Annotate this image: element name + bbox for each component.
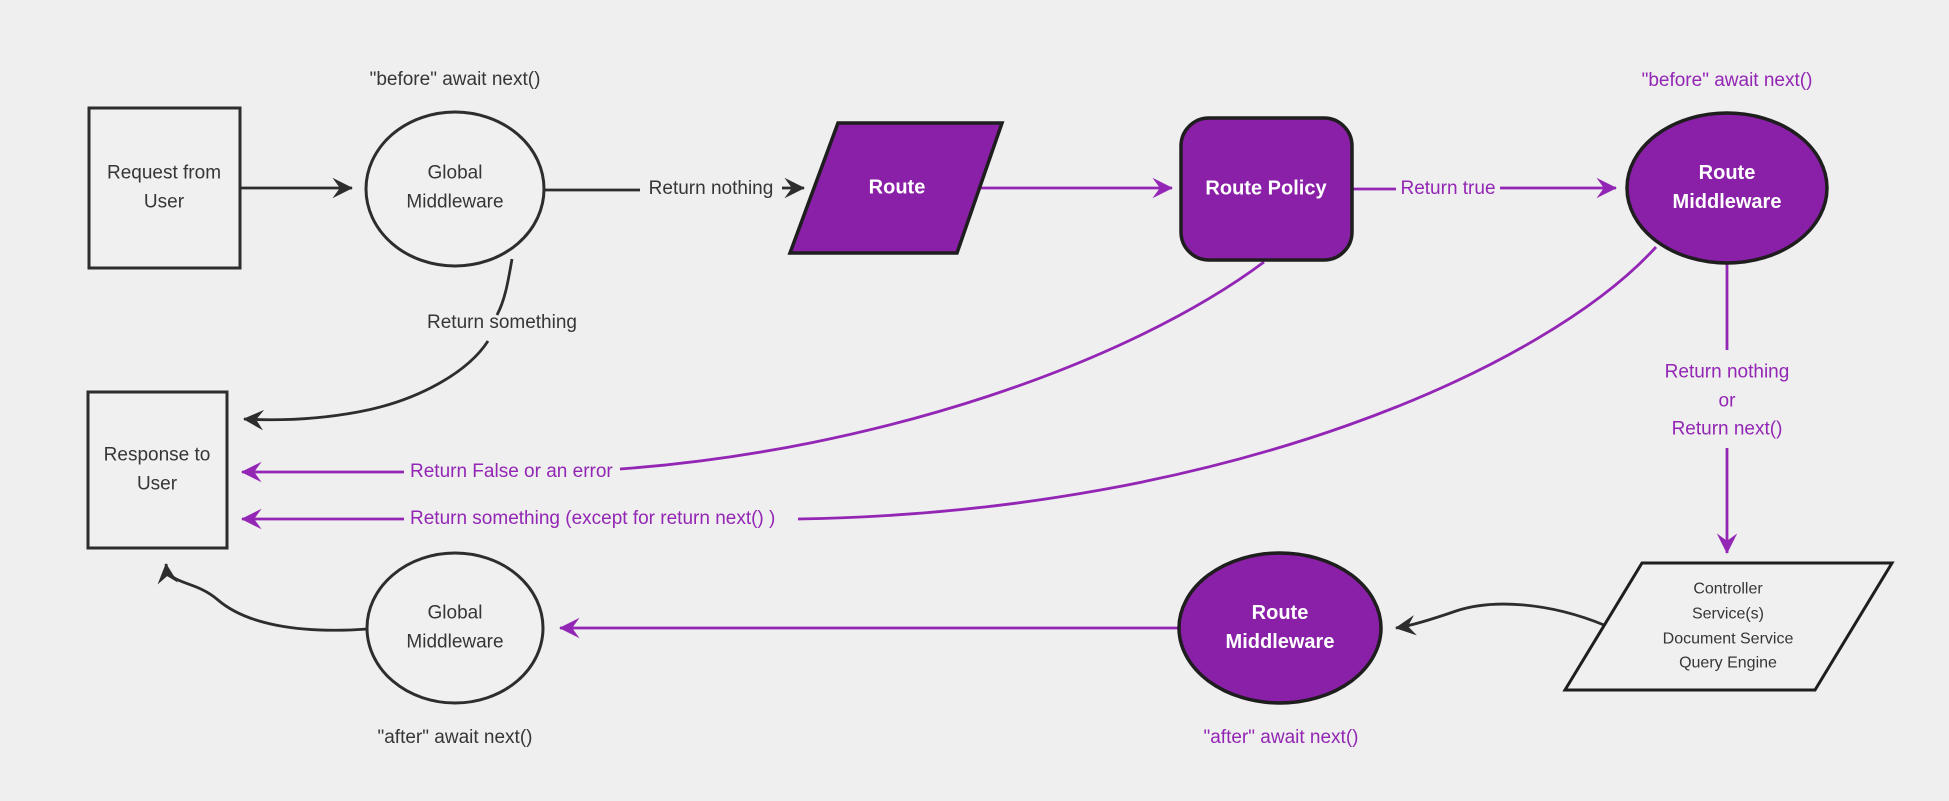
node-global-middleware-top (364, 110, 546, 268)
edge-route-policy-return-false-curve (619, 260, 1265, 471)
node-controller (1562, 561, 1895, 692)
edge-route-middleware-return-something-curve (797, 246, 1658, 521)
node-global-middleware-bottom (365, 551, 545, 705)
node-request-box (87, 106, 242, 270)
edge-controller-to-route-middleware-bottom (1395, 602, 1605, 636)
edge-return-something-to-response (243, 340, 490, 431)
node-response-box (86, 390, 229, 550)
node-route-middleware-top (1625, 111, 1829, 265)
node-route-policy (1179, 116, 1354, 262)
node-route-middleware-bottom (1177, 551, 1383, 705)
edge-global-middleware-bottom-to-response (157, 563, 369, 632)
edge-return-something-upper-segment (495, 258, 514, 316)
node-route (787, 121, 1005, 255)
